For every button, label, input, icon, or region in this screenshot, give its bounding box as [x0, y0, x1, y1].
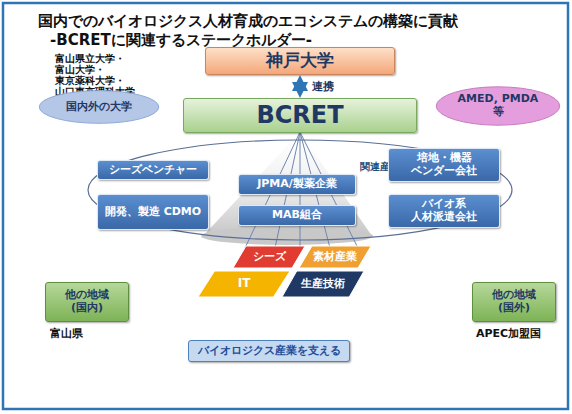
organization-ellipse: AMED, PMDA 等 — [435, 86, 561, 126]
link-arrow — [297, 83, 304, 90]
ellipse-shape — [39, 91, 159, 124]
stakeholder-box: 開発、製造 CDMO — [97, 194, 209, 230]
node-text: 国内外の大学 — [66, 101, 132, 114]
stakeholder-box: MAB組合 — [238, 205, 356, 226]
stakeholder-box: JPMA/製薬企業 — [238, 174, 356, 195]
diagram-title: 国内でのバイオロジクス人材育成のエコシステムの構築に貢献 — [38, 12, 458, 31]
stakeholder-box: バイオロジクス産業を支える — [188, 340, 350, 362]
node-text: JPMA/製薬企業 — [257, 178, 337, 191]
node-text: IT — [238, 277, 251, 291]
node-text: シーズ — [253, 251, 286, 264]
organization-ellipse: 国内外の大学 — [38, 90, 160, 124]
node-text: 素材産業 — [313, 251, 357, 264]
industry-tile: IT — [198, 271, 290, 297]
outer-frame — [3, 3, 568, 409]
parallelogram-shape — [198, 271, 290, 297]
node-text: バイオ系 人材派遣会社 — [391, 198, 497, 223]
node-text: BCRET — [256, 102, 343, 130]
stakeholder-box: 他の地域 (国内) — [45, 282, 129, 322]
node-text: MAB組合 — [272, 209, 322, 222]
parallelogram-shape — [233, 246, 305, 268]
node-text: バイオロジクス産業を支える — [198, 345, 341, 358]
stakeholder-box: 他の地域 (国外) — [472, 282, 556, 322]
stakeholder-box: BCRET — [183, 98, 417, 133]
stakeholder-box: 神戸大学 — [205, 47, 395, 75]
industry-tile: 素材産業 — [299, 246, 371, 268]
ellipse-shape — [436, 87, 559, 125]
edge-label: 連携 — [312, 79, 334, 94]
stakeholder-box: シーズベンチャー — [97, 160, 209, 180]
parallelogram-shape — [299, 246, 371, 268]
node-text: 培地・機器 ベンダー会社 — [391, 152, 497, 177]
node-text: 生産技術 — [301, 278, 345, 291]
node-text: AMED, PMDA 等 — [457, 93, 539, 118]
text-label: 富山大学・ — [55, 63, 105, 77]
spotlight-cone — [203, 132, 372, 236]
node-text: 開発、製造 CDMO — [105, 206, 201, 219]
text-label: 東京薬科大学・ — [55, 74, 125, 88]
industry-tile: 生産技術 — [282, 271, 364, 297]
stakeholder-box: バイオ系 人材派遣会社 — [388, 194, 500, 228]
stakeholder-box: 培地・機器 ベンダー会社 — [388, 148, 500, 182]
node-text: シーズベンチャー — [109, 164, 197, 177]
spotlight-base — [201, 227, 373, 245]
node-text: 他の地域 (国内) — [48, 289, 126, 314]
text-label: APEC加盟国 — [476, 326, 541, 341]
ecosystem-ring — [88, 140, 512, 240]
node-text: 神戸大学 — [266, 51, 334, 71]
industry-tile: シーズ — [233, 246, 305, 268]
parallelogram-shape — [282, 271, 364, 297]
text-label: 富山県 — [50, 326, 83, 341]
node-text: 他の地域 (国外) — [475, 289, 553, 314]
text-label: 富山県立大学・ — [55, 52, 125, 66]
